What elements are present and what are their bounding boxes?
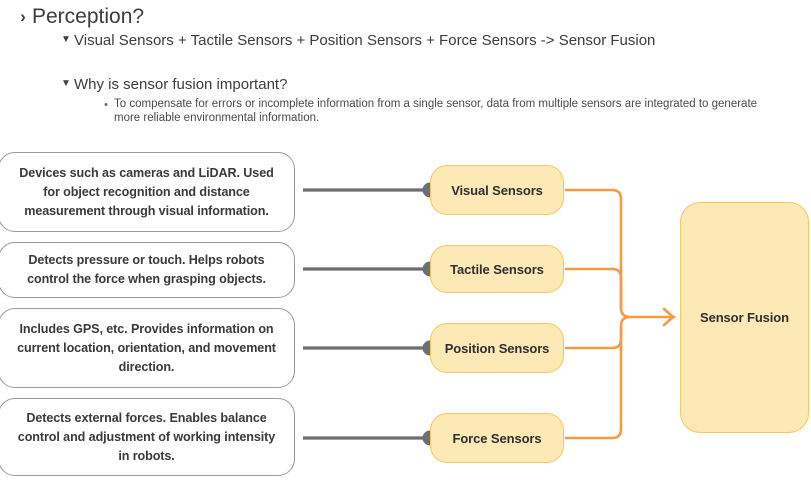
triangle-down-icon: ▼ [61, 34, 71, 45]
outline-item-level1: › Perception? [14, 4, 144, 30]
outline-level1-text: Perception? [32, 5, 145, 28]
outline-level3-text-0: To compensate for errors or incomplete i… [114, 98, 758, 124]
orange-arrow-stem-upper [619, 306, 676, 319]
outline-item-level3-0: • To compensate for errors or incomplete… [98, 98, 798, 125]
description-card-tactile: Detects pressure or touch. Helps robots … [0, 242, 295, 298]
description-text-visual: Devices such as cameras and LiDAR. Used … [19, 165, 274, 218]
sensor-node-visual: Visual Sensors [430, 165, 564, 215]
description-card-visual: Devices such as cameras and LiDAR. Used … [0, 152, 295, 232]
sensor-fusion-node: Sensor Fusion [680, 202, 809, 433]
orange-branch-3 [564, 324, 623, 350]
sensor-fusion-label: Sensor Fusion [700, 310, 789, 325]
description-card-position: Includes GPS, etc. Provides information … [0, 308, 295, 388]
chevron-right-icon: › [20, 7, 26, 26]
outline-item-level2-0: ▼ Visual Sensors + Tactile Sensors + Pos… [58, 31, 655, 51]
outline-item-level2-1: ▼ Why is sensor fusion important? [58, 75, 287, 95]
sensor-label-force: Force Sensors [452, 430, 542, 446]
orange-branch-4 [564, 324, 623, 440]
sensor-node-force: Force Sensors [430, 413, 564, 463]
sensor-node-tactile: Tactile Sensors [430, 245, 564, 293]
description-text-force: Detects external forces. Enables balance… [17, 410, 276, 463]
sensor-node-position: Position Sensors [430, 323, 564, 373]
sensor-label-position: Position Sensors [444, 340, 550, 356]
triangle-down-icon: ▼ [61, 78, 71, 89]
description-card-force: Detects external forces. Enables balance… [0, 398, 295, 476]
sensor-label-tactile: Tactile Sensors [450, 261, 544, 277]
arrow-head-icon [662, 307, 675, 327]
outline-level2-text-1: Why is sensor fusion important? [74, 76, 288, 93]
bullet-dot-icon: • [104, 99, 108, 111]
orange-branch-1 [564, 188, 623, 310]
description-text-tactile: Detects pressure or touch. Helps robots … [27, 253, 266, 286]
sensor-label-visual: Visual Sensors [451, 182, 543, 198]
orange-branch-2 [564, 267, 623, 310]
description-text-position: Includes GPS, etc. Provides information … [17, 321, 276, 374]
outline-level2-text-0: Visual Sensors + Tactile Sensors + Posit… [74, 32, 656, 49]
orange-arrow-stem-lower [619, 315, 632, 328]
